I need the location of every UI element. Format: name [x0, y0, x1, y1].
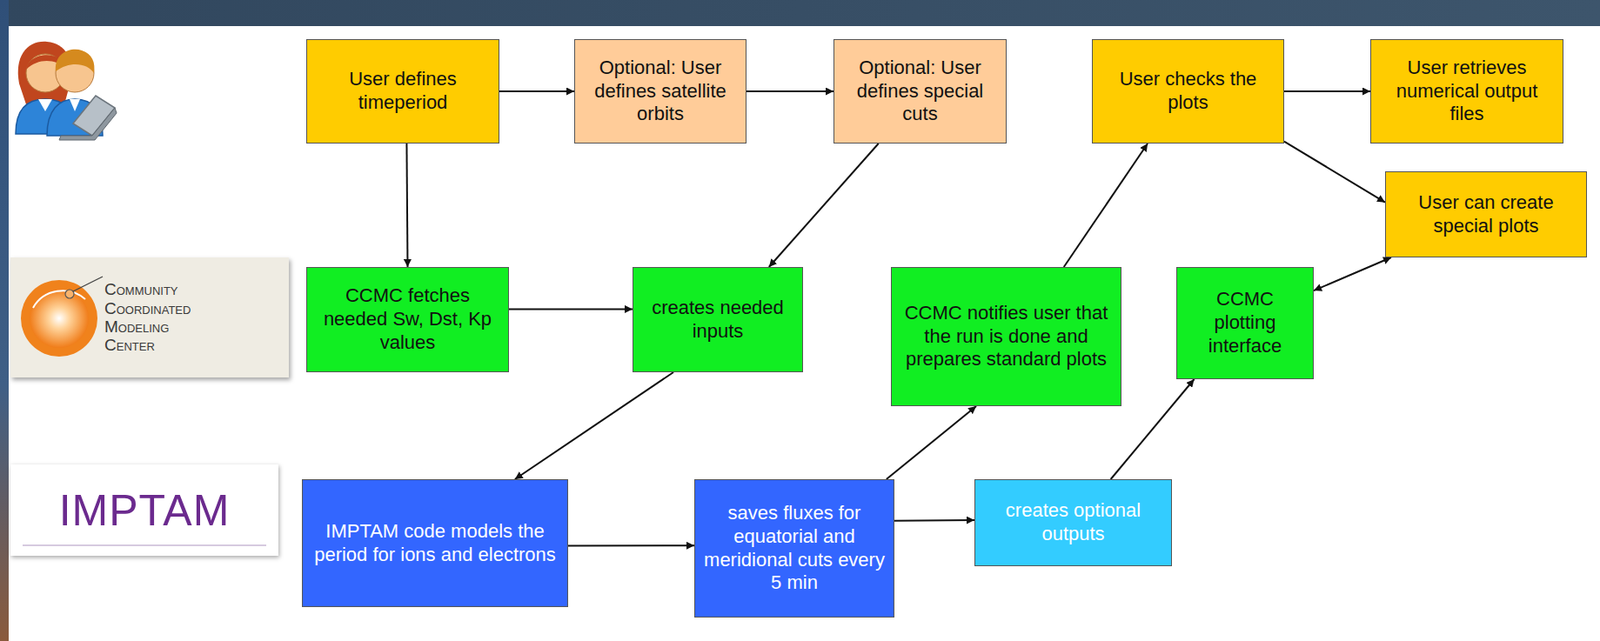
ccmc-step-box: CCMC plotting interface	[1176, 267, 1314, 380]
flow-arrow	[1064, 143, 1148, 268]
users-icon	[15, 41, 117, 141]
box-label: CCMC plotting interface	[1185, 287, 1305, 358]
box-label: User defines timeperiod	[315, 67, 490, 115]
imptam-step-box: creates optional outputs	[974, 479, 1172, 567]
ccmc-logo: Community Coordinated Modeling Center	[10, 257, 289, 378]
side-bar	[0, 0, 9, 641]
flow-arrow	[1284, 90, 1371, 93]
user-step-box: User checks the plots	[1091, 39, 1285, 144]
box-label: saves fluxes for equatorial and meridion…	[703, 502, 885, 596]
logo-text: Community Coordinated Modeling Center	[104, 280, 191, 355]
flow-arrow	[769, 143, 879, 268]
flow-arrow	[568, 544, 695, 547]
header-bar	[0, 0, 1600, 27]
ccmc-step-box: CCMC fetches needed Sw, Dst, Kp values	[306, 267, 509, 373]
imptam-step-box: IMPTAM code models the period for ions a…	[301, 479, 569, 608]
flow-arrow	[1284, 141, 1386, 203]
flow-arrow	[406, 143, 408, 268]
box-label: creates needed inputs	[642, 296, 794, 344]
logo-text: IMPTAM	[59, 485, 231, 536]
user-step-box: User defines timeperiod	[306, 39, 500, 144]
flow-arrow	[886, 406, 977, 480]
box-label: IMPTAM code models the period for ions a…	[311, 520, 559, 568]
box-label: Optional: User defines special cuts	[843, 56, 998, 127]
user-step-box: User can create special plots	[1385, 171, 1587, 258]
flow-arrow	[508, 307, 633, 310]
box-label: CCMC notifies user that the run is done …	[900, 301, 1112, 372]
box-label: creates optional outputs	[984, 499, 1163, 547]
imptam-logo: IMPTAM	[10, 464, 279, 556]
imptam-step-box: saves fluxes for equatorial and meridion…	[694, 479, 895, 618]
box-label: User retrieves numerical output files	[1379, 56, 1554, 127]
flow-arrow	[1313, 257, 1392, 291]
box-label: User checks the plots	[1101, 67, 1275, 115]
optional-step-box: Optional: User defines satellite orbits	[574, 39, 747, 144]
box-label: CCMC fetches needed Sw, Dst, Kp values	[315, 284, 500, 355]
flow-arrow	[1111, 379, 1195, 480]
flow-arrow	[499, 90, 575, 93]
box-label: Optional: User defines satellite orbits	[583, 56, 737, 127]
ccmc-step-box: creates needed inputs	[632, 267, 804, 373]
ccmc-logo-emblem	[17, 273, 105, 361]
flow-arrow	[515, 372, 674, 480]
box-label: User can create special plots	[1394, 191, 1578, 239]
optional-step-box: Optional: User defines special cuts	[833, 39, 1007, 144]
ccmc-step-box: CCMC notifies user that the run is done …	[890, 267, 1122, 407]
flow-arrow	[746, 90, 834, 93]
user-step-box: User retrieves numerical output files	[1370, 39, 1564, 144]
flow-arrow	[894, 519, 975, 523]
